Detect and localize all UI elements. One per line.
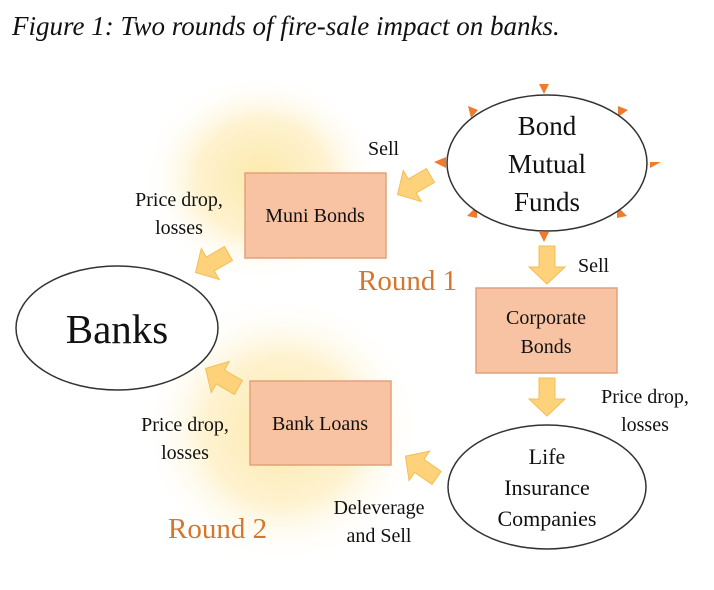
node-label: Insurance [504, 475, 590, 500]
arrow-up-left-icon [204, 360, 244, 396]
spike-icon [650, 162, 661, 168]
edge-label-sell-corporate: Sell [578, 255, 610, 277]
spike-icon [434, 157, 446, 168]
bank-loans-node: Bank Loans [249, 380, 392, 466]
banks-node: Banks [15, 265, 219, 391]
edge-label-muni-to-banks: Price drop, [135, 189, 223, 211]
arrow-down-icon [527, 377, 567, 417]
edge-label-life-to-loans: Deleverage [333, 497, 424, 519]
node-label: Bank Loans [272, 413, 368, 435]
node-label: Companies [498, 506, 597, 531]
edge-label-corporate-to-life: Price drop, [601, 386, 689, 408]
corporate-bonds-node: Corporate Bonds [475, 287, 618, 374]
edge-label-loans-to-banks: Price drop, [141, 414, 229, 436]
node-label: Corporate [506, 307, 586, 329]
round2-label: Round 2 [168, 513, 267, 545]
node-label: Life [529, 444, 566, 469]
spike-icon [539, 84, 549, 94]
life-insurance-node: Life Insurance Companies [447, 424, 647, 550]
edge-label-sell-muni: Sell [368, 138, 400, 160]
node-label: Bond [518, 111, 577, 141]
muni-bonds-node: Muni Bonds [244, 172, 387, 259]
node-label: Bonds [520, 336, 571, 358]
arrow-up-left-icon [404, 450, 442, 486]
round1-label: Round 1 [358, 265, 457, 297]
bond-funds-spikes [434, 84, 661, 242]
node-label: Muni Bonds [265, 205, 365, 227]
spike-icon [618, 106, 628, 117]
edge-label-life-to-loans: and Sell [347, 525, 412, 547]
spike-icon [539, 232, 549, 242]
node-label: Mutual [508, 149, 586, 179]
arrow-down-left-icon [194, 245, 234, 281]
edge-label-loans-to-banks: losses [161, 442, 209, 464]
edge-label-corporate-to-life: losses [621, 414, 669, 436]
arrow-down-left-icon [396, 167, 436, 203]
figure-caption: Figure 1: Two rounds of fire-sale impact… [11, 11, 560, 41]
edge-label-muni-to-banks: losses [155, 217, 203, 239]
bond-mutual-funds-node: Bond Mutual Funds [446, 94, 648, 232]
node-label: Funds [514, 187, 580, 217]
spike-icon [468, 106, 478, 118]
arrow-down-icon [527, 245, 567, 285]
node-label: Banks [66, 306, 169, 352]
